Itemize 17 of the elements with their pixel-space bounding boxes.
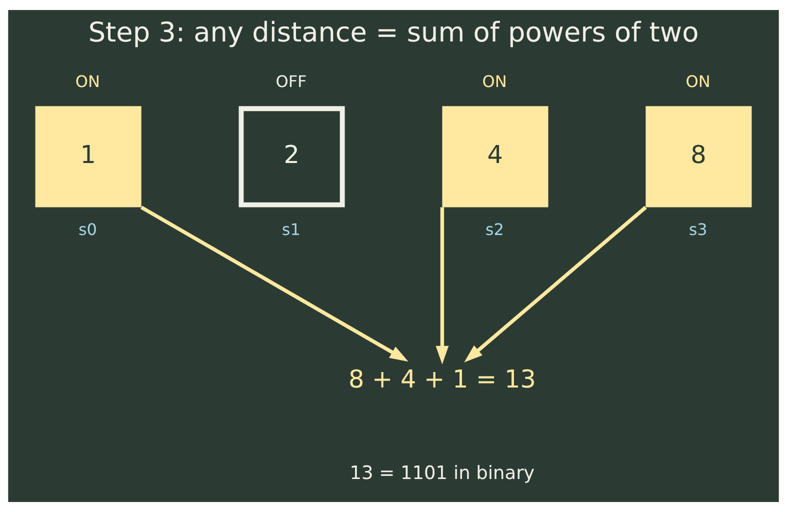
node-label: s3: [688, 220, 708, 239]
arrow: [140, 206, 408, 362]
arrow: [464, 206, 647, 362]
node-box: 4: [442, 106, 548, 208]
node-label: s0: [78, 220, 97, 239]
node-label: s1: [282, 220, 300, 239]
arrow: [436, 207, 449, 364]
diagram-title: Step 3: any distance = sum of powers of two: [88, 18, 699, 49]
node-text: 8 + 4 + 1 = 13: [348, 364, 536, 394]
node-label: OFF: [276, 72, 307, 91]
label: 13 = 1101 in binary: [350, 463, 535, 484]
node-label: ON: [75, 72, 100, 91]
node-box: 8: [646, 106, 752, 208]
node-label: ON: [686, 72, 710, 91]
node-label: s2: [485, 220, 504, 239]
node-label: ON: [482, 72, 507, 91]
node-box: 1: [35, 106, 142, 208]
